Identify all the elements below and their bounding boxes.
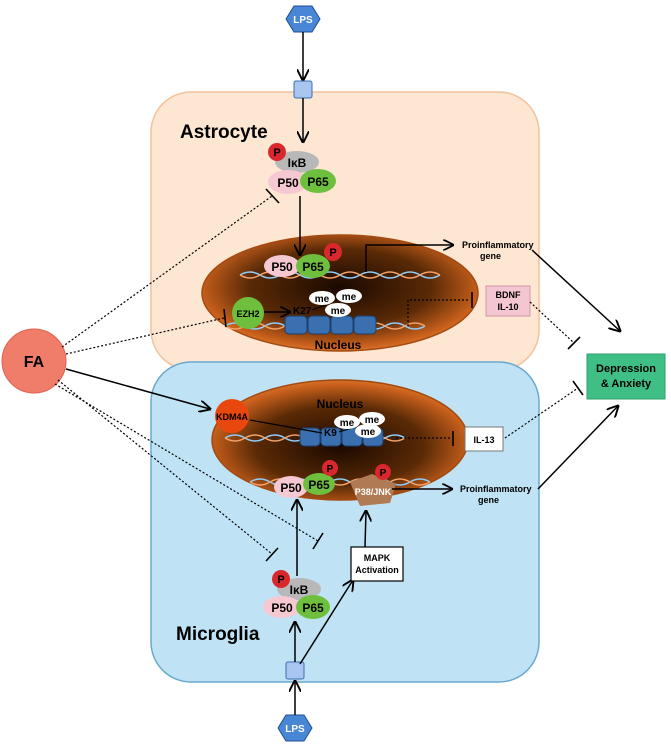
svg-text:me: me [315,294,330,305]
k27-label: K27 [293,306,312,317]
astro-nuclear-p50-p65: P50 P65 P [264,243,342,278]
microglia-label: Microglia [176,624,260,645]
svg-text:P: P [327,464,334,475]
k9-label: K9 [324,428,337,439]
outcome-label-1: Depression [596,363,656,375]
il10-label: IL-10 [497,302,518,312]
svg-text:P65: P65 [302,260,324,274]
svg-text:P: P [380,468,387,479]
micro-proinflammatory-2: gene [478,495,499,505]
svg-text:EZH2: EZH2 [236,309,259,319]
il13-box [464,426,504,452]
svg-text:me: me [342,292,357,303]
svg-text:P50: P50 [277,176,299,190]
kdm4a-enzyme: KDM4A [215,399,249,433]
svg-text:P50: P50 [280,481,302,495]
bdnf-il10-box [485,285,531,317]
svg-text:IκB: IκB [290,583,309,597]
svg-text:me: me [361,427,376,438]
svg-text:P: P [277,574,284,586]
mapk-box [350,546,404,582]
astro-proinflammatory-2: gene [480,251,501,261]
svg-text:P50: P50 [271,260,293,274]
bdnf-label: BDNF [496,290,521,300]
micro-proinflammatory-1: Proinflammatory [460,484,532,494]
svg-text:KDM4A: KDM4A [216,412,249,422]
receptor-top [293,80,313,99]
micro-nuclear-p50-p65: P50 P65 P [274,460,338,498]
outcome-box [586,353,666,400]
svg-text:P65: P65 [307,175,329,189]
lps-bottom-label: LPS [285,724,305,735]
outcome-connections [504,249,620,490]
astro-ikb-complex: IκB P P50 P65 [268,143,336,194]
micro-methyl-marks: me me me [334,412,385,438]
outcome-label-2: & Anxiety [601,378,652,390]
nucleosomes-astro [284,315,377,335]
lps-top-label: LPS [293,15,313,26]
lps-top-hexagon [285,5,321,33]
p38-jnk: P38/JNK P [350,464,396,506]
svg-text:me: me [340,418,355,429]
mapk-label-1: MAPK [364,553,391,563]
svg-text:P: P [329,247,336,259]
fa-node [1,328,67,394]
microglia-nucleus-label: Nucleus [317,397,364,411]
astrocyte-nucleus-label: Nucleus [315,338,362,352]
mapk-label-2: Activation [355,565,399,575]
il13-label: IL-13 [473,435,494,445]
astro-methyl-marks: me me me [309,289,362,317]
svg-text:IκB: IκB [288,156,307,170]
svg-text:P65: P65 [308,478,330,492]
svg-text:P: P [273,147,280,159]
svg-text:P65: P65 [302,601,324,615]
receptor-bottom [285,661,305,680]
svg-text:me: me [365,415,380,426]
fa-connections [54,188,324,562]
svg-text:P50: P50 [271,601,293,615]
svg-text:P38/JNK: P38/JNK [355,487,392,497]
astro-proinflammatory-1: Proinflammatory [462,240,534,250]
lps-bottom-hexagon [277,714,313,742]
fa-label: FA [24,354,45,371]
ezh2-enzyme: EZH2 [232,297,264,329]
micro-ikb-complex: IκB P P50 P65 [263,570,330,619]
svg-text:me: me [331,306,346,317]
astrocyte-label: Astrocyte [180,122,268,143]
